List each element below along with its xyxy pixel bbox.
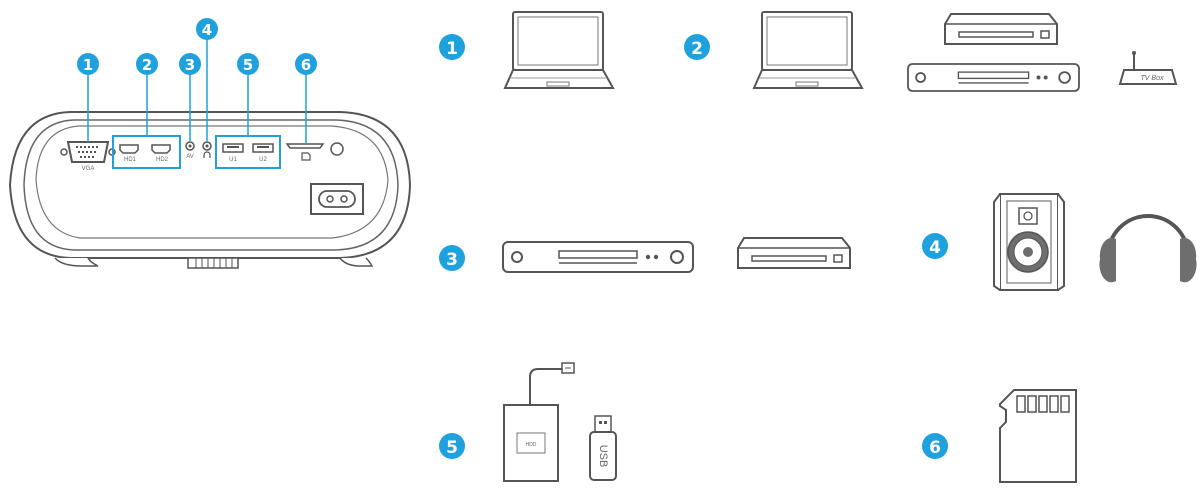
svg-text:2: 2 [142,56,152,74]
svg-text:6: 6 [301,56,311,74]
svg-text:2: 2 [691,39,703,59]
marker-2-devices: 2 [684,34,710,60]
audio-out-port [202,141,212,158]
dvd-player-icon [907,63,1080,92]
power-inlet [310,183,364,215]
marker-4-devices: 4 [922,233,948,259]
hd2-port-label: HD2 [156,157,169,163]
svg-text:1: 1 [83,56,93,74]
sd-card-icon [999,389,1077,483]
usb-stick-icon: USB [589,415,617,481]
svg-text:3: 3 [185,56,195,74]
marker-3-projector: 3 [179,53,201,75]
ir-sensor [330,142,344,156]
svg-text:3: 3 [446,250,458,270]
headphones-icon [1099,214,1197,283]
laptop-icon [504,11,614,89]
marker-5-devices: 5 [439,433,465,459]
marker-6-projector: 6 [295,53,317,75]
speaker-icon [993,193,1065,291]
marker-2-projector: 2 [136,53,158,75]
hdd-label: HDD [526,442,537,448]
svg-text:4: 4 [929,238,941,258]
marker-1-devices: 1 [439,34,465,60]
svg-text:1: 1 [446,39,458,59]
usb-stick-label: USB [597,445,609,468]
hd1-port-label: HD1 [124,157,137,163]
marker-5-projector: 5 [237,53,259,75]
dvd-player-icon [502,241,694,273]
headphone-symbol-icon [203,151,211,158]
set-top-box-icon [944,13,1058,45]
marker-4-projector: 4 [196,18,218,40]
marker-6-devices: 6 [922,433,948,459]
vga-port-label: VGA [82,166,95,172]
svg-text:5: 5 [446,438,458,458]
av-port-label: AV [186,154,194,160]
u2-port-label: U2 [259,157,267,163]
u1-port-label: U1 [229,157,237,163]
sd-card-slot [285,143,325,161]
tv-box-label: TV Box [1141,75,1164,82]
marker-3-devices: 3 [439,245,465,271]
external-hdd-icon: HDD [503,362,575,482]
marker-1-projector: 1 [77,53,99,75]
focus-wheel-icon [187,257,239,269]
usb-ports-group: U1 U2 [215,135,281,169]
set-top-box-icon [737,237,851,269]
av-port: AV [185,141,195,160]
svg-text:6: 6 [929,438,941,458]
svg-text:5: 5 [243,56,253,74]
tv-box-icon: TV Box [1118,51,1178,85]
callout-lines [87,38,307,144]
svg-text:4: 4 [202,21,212,39]
sd-card-symbol-icon [301,152,311,161]
vga-port: VGA [60,141,116,172]
laptop-icon [753,11,863,89]
